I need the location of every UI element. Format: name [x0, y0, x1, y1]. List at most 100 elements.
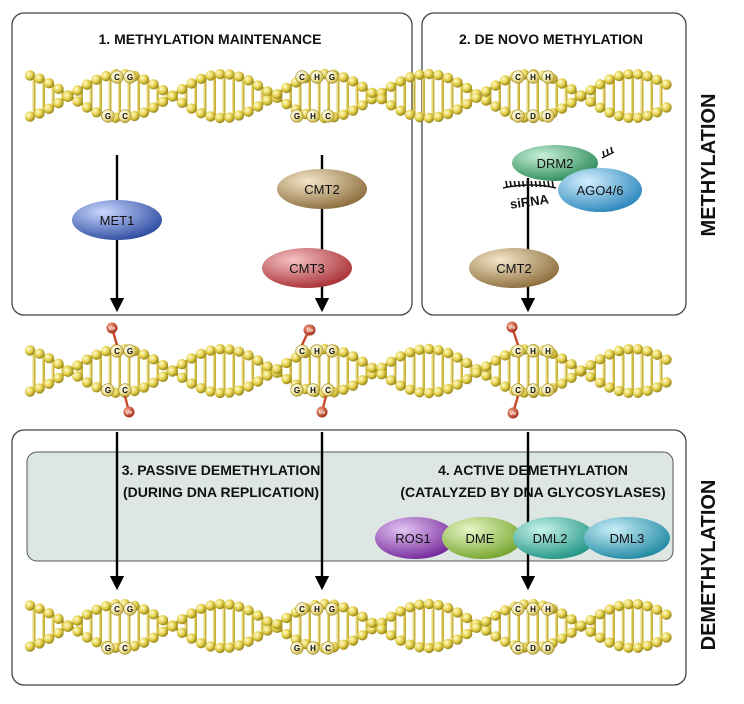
dna-nucleotide: [575, 620, 587, 631]
dna-base: [310, 344, 324, 358]
dna-base: [295, 602, 309, 616]
dna-nucleotide: [24, 70, 36, 81]
dna-nucleotide: [556, 78, 568, 89]
dna-base: [306, 109, 320, 123]
dna-nucleotide: [91, 382, 102, 393]
dna-nucleotide: [195, 603, 207, 615]
dna-base: [511, 641, 525, 655]
dna-nucleotide: [176, 372, 188, 383]
dna-nucleotide: [34, 603, 45, 614]
dna-nucleotide: [262, 95, 273, 106]
dna-nucleotide: [556, 633, 568, 644]
dna-nucleotide: [632, 112, 644, 123]
dna-base: [325, 344, 339, 358]
dna-nucleotide: [281, 612, 292, 624]
dna-nucleotide: [423, 68, 435, 80]
dna-nucleotide: [214, 387, 226, 399]
dna-nucleotide: [461, 628, 473, 640]
enzyme-met1-label: MET1: [100, 213, 135, 228]
dna-nucleotide: [205, 70, 216, 81]
dna-nucleotide: [575, 90, 587, 101]
methyl-group: [304, 324, 316, 336]
dna-nucleotide: [480, 86, 492, 97]
dna-nucleotide: [423, 598, 435, 610]
dna-nucleotide: [24, 641, 36, 652]
dna-nucleotide: [480, 370, 492, 381]
dna-nucleotide: [224, 387, 235, 398]
dna-nucleotide: [186, 633, 197, 644]
dna-nucleotide: [433, 386, 444, 398]
methyl-group: [507, 407, 519, 419]
enzyme-dme: DME: [442, 517, 522, 559]
dna-base: [321, 383, 335, 397]
dna-nucleotide: [72, 96, 83, 107]
dna-nucleotide: [423, 642, 435, 654]
dna-nucleotide: [347, 606, 359, 617]
dna-base-letter: D: [530, 644, 536, 653]
dna-nucleotide: [176, 359, 188, 370]
dna-nucleotide: [461, 612, 473, 624]
dna-nucleotide: [81, 609, 93, 620]
sirna-base: [509, 180, 512, 188]
dna-nucleotide: [157, 626, 169, 638]
dna-nucleotide: [252, 101, 264, 112]
dna-nucleotide: [91, 637, 102, 648]
sirna-base: [530, 180, 533, 188]
dna-base: [321, 109, 335, 123]
dna-base: [541, 344, 555, 358]
dna-nucleotide: [148, 354, 159, 365]
dna-nucleotide: [53, 372, 64, 384]
dna-nucleotide: [642, 600, 653, 612]
dna-base: [511, 70, 525, 84]
dna-nucleotide: [195, 348, 207, 360]
dna-nucleotide: [72, 371, 83, 382]
dna-nucleotide: [632, 387, 644, 398]
dna-nucleotide: [233, 346, 245, 357]
dna-nucleotide: [214, 112, 226, 124]
dna-nucleotide: [81, 632, 93, 643]
enzyme-cmt2-maintenance: CMT2: [277, 169, 367, 209]
dna-nucleotide: [252, 631, 264, 642]
dna-nucleotide: [661, 102, 672, 113]
dna-nucleotide: [148, 377, 159, 388]
dna-base: [306, 383, 320, 397]
methyl-group: [123, 406, 135, 418]
dna-nucleotide: [585, 626, 596, 638]
dna-nucleotide: [252, 80, 264, 91]
dna-nucleotide: [262, 625, 273, 636]
dna-base-letter: C: [122, 386, 128, 395]
dna-nucleotide: [138, 349, 150, 360]
dna-nucleotide: [613, 70, 625, 82]
dna-nucleotide: [566, 84, 577, 95]
methyl-label: Me: [307, 328, 314, 334]
dna-nucleotide: [642, 640, 653, 652]
dna-nucleotide: [167, 621, 178, 632]
dna-nucleotide: [53, 358, 64, 370]
enzyme-cmt2-label: CMT2: [304, 182, 339, 197]
dna-nucleotide: [81, 354, 93, 365]
dna-nucleotide: [176, 97, 188, 108]
dna-nucleotide: [148, 609, 159, 620]
dna-nucleotide: [404, 602, 416, 613]
dna-nucleotide: [72, 360, 83, 371]
dna-base-letter: C: [325, 386, 331, 395]
dna-nucleotide: [613, 640, 625, 652]
dna-nucleotide: [81, 377, 93, 388]
dna-nucleotide: [623, 344, 634, 355]
dna-nucleotide: [442, 108, 454, 120]
dna-base-letter: G: [294, 112, 300, 121]
dna-nucleotide: [205, 641, 216, 652]
dna-nucleotide: [414, 642, 425, 653]
dna-nucleotide: [423, 343, 435, 355]
dna-base-letter: G: [329, 347, 335, 356]
dna-nucleotide: [452, 379, 463, 390]
dna-nucleotide: [623, 112, 634, 123]
dna-nucleotide: [271, 88, 283, 100]
dna-nucleotide: [205, 600, 216, 611]
dna-nucleotide: [395, 76, 406, 87]
dna-base: [110, 602, 124, 616]
dna-nucleotide: [214, 642, 226, 654]
dna-nucleotide: [642, 345, 653, 357]
dna-base-letter: C: [299, 605, 305, 614]
dna-nucleotide: [632, 599, 644, 610]
